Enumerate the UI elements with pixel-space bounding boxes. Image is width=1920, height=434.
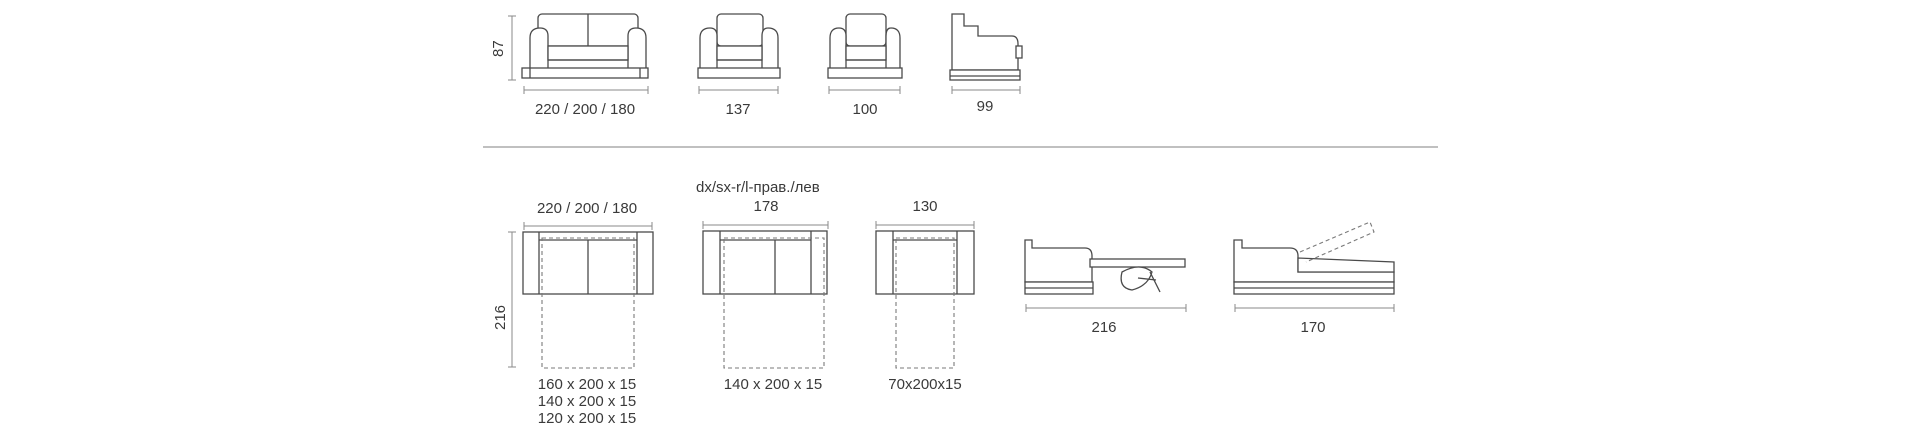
corner-sofa-plan: dx/sx-r/l-прав./лев 178 140 x 200 x 15 — [696, 179, 829, 393]
sofa-mattress-size-3: 120 x 200 x 15 — [538, 410, 636, 427]
corner-orientation-note: dx/sx-r/l-прав./лев — [696, 179, 820, 196]
chair-bed-mattress-size: 70x200x15 — [888, 376, 961, 393]
sofa-mattress-size-2: 140 x 200 x 15 — [538, 393, 636, 410]
storage-side-view: 170 — [1233, 221, 1395, 336]
plan-sofa-width-label: 220 / 200 / 180 — [537, 200, 637, 217]
sofa-front-view: 220 / 200 / 180 — [521, 13, 649, 118]
storage-side-length-label: 170 — [1300, 319, 1325, 336]
chair-bed-width-label: 130 — [912, 198, 937, 215]
side-view: 99 — [949, 13, 1023, 115]
armchair-small-front-view: 100 — [827, 13, 903, 118]
corner-width-label: 178 — [753, 198, 778, 215]
armchair-small-width-label: 100 — [852, 101, 877, 118]
corner-mattress-size: 140 x 200 x 15 — [724, 376, 822, 393]
side-depth-label: 99 — [977, 98, 994, 115]
height-label: 87 — [490, 40, 507, 57]
plan-length-label: 216 — [492, 305, 509, 330]
sofa-width-label: 220 / 200 / 180 — [535, 101, 635, 118]
sofa-mattress-size-1: 160 x 200 x 15 — [538, 376, 636, 393]
armchair-large-front-view: 137 — [697, 13, 781, 118]
open-bed-side-view: 216 — [1024, 239, 1187, 336]
armchair-large-width-label: 137 — [725, 101, 750, 118]
open-side-length-label: 216 — [1091, 319, 1116, 336]
chair-bed-plan: 130 70x200x15 — [875, 198, 975, 393]
sofa-bed-plan: 220 / 200 / 180 216 160 x 200 x 15 140 x… — [492, 200, 654, 427]
height-dimension: 87 — [490, 15, 516, 81]
